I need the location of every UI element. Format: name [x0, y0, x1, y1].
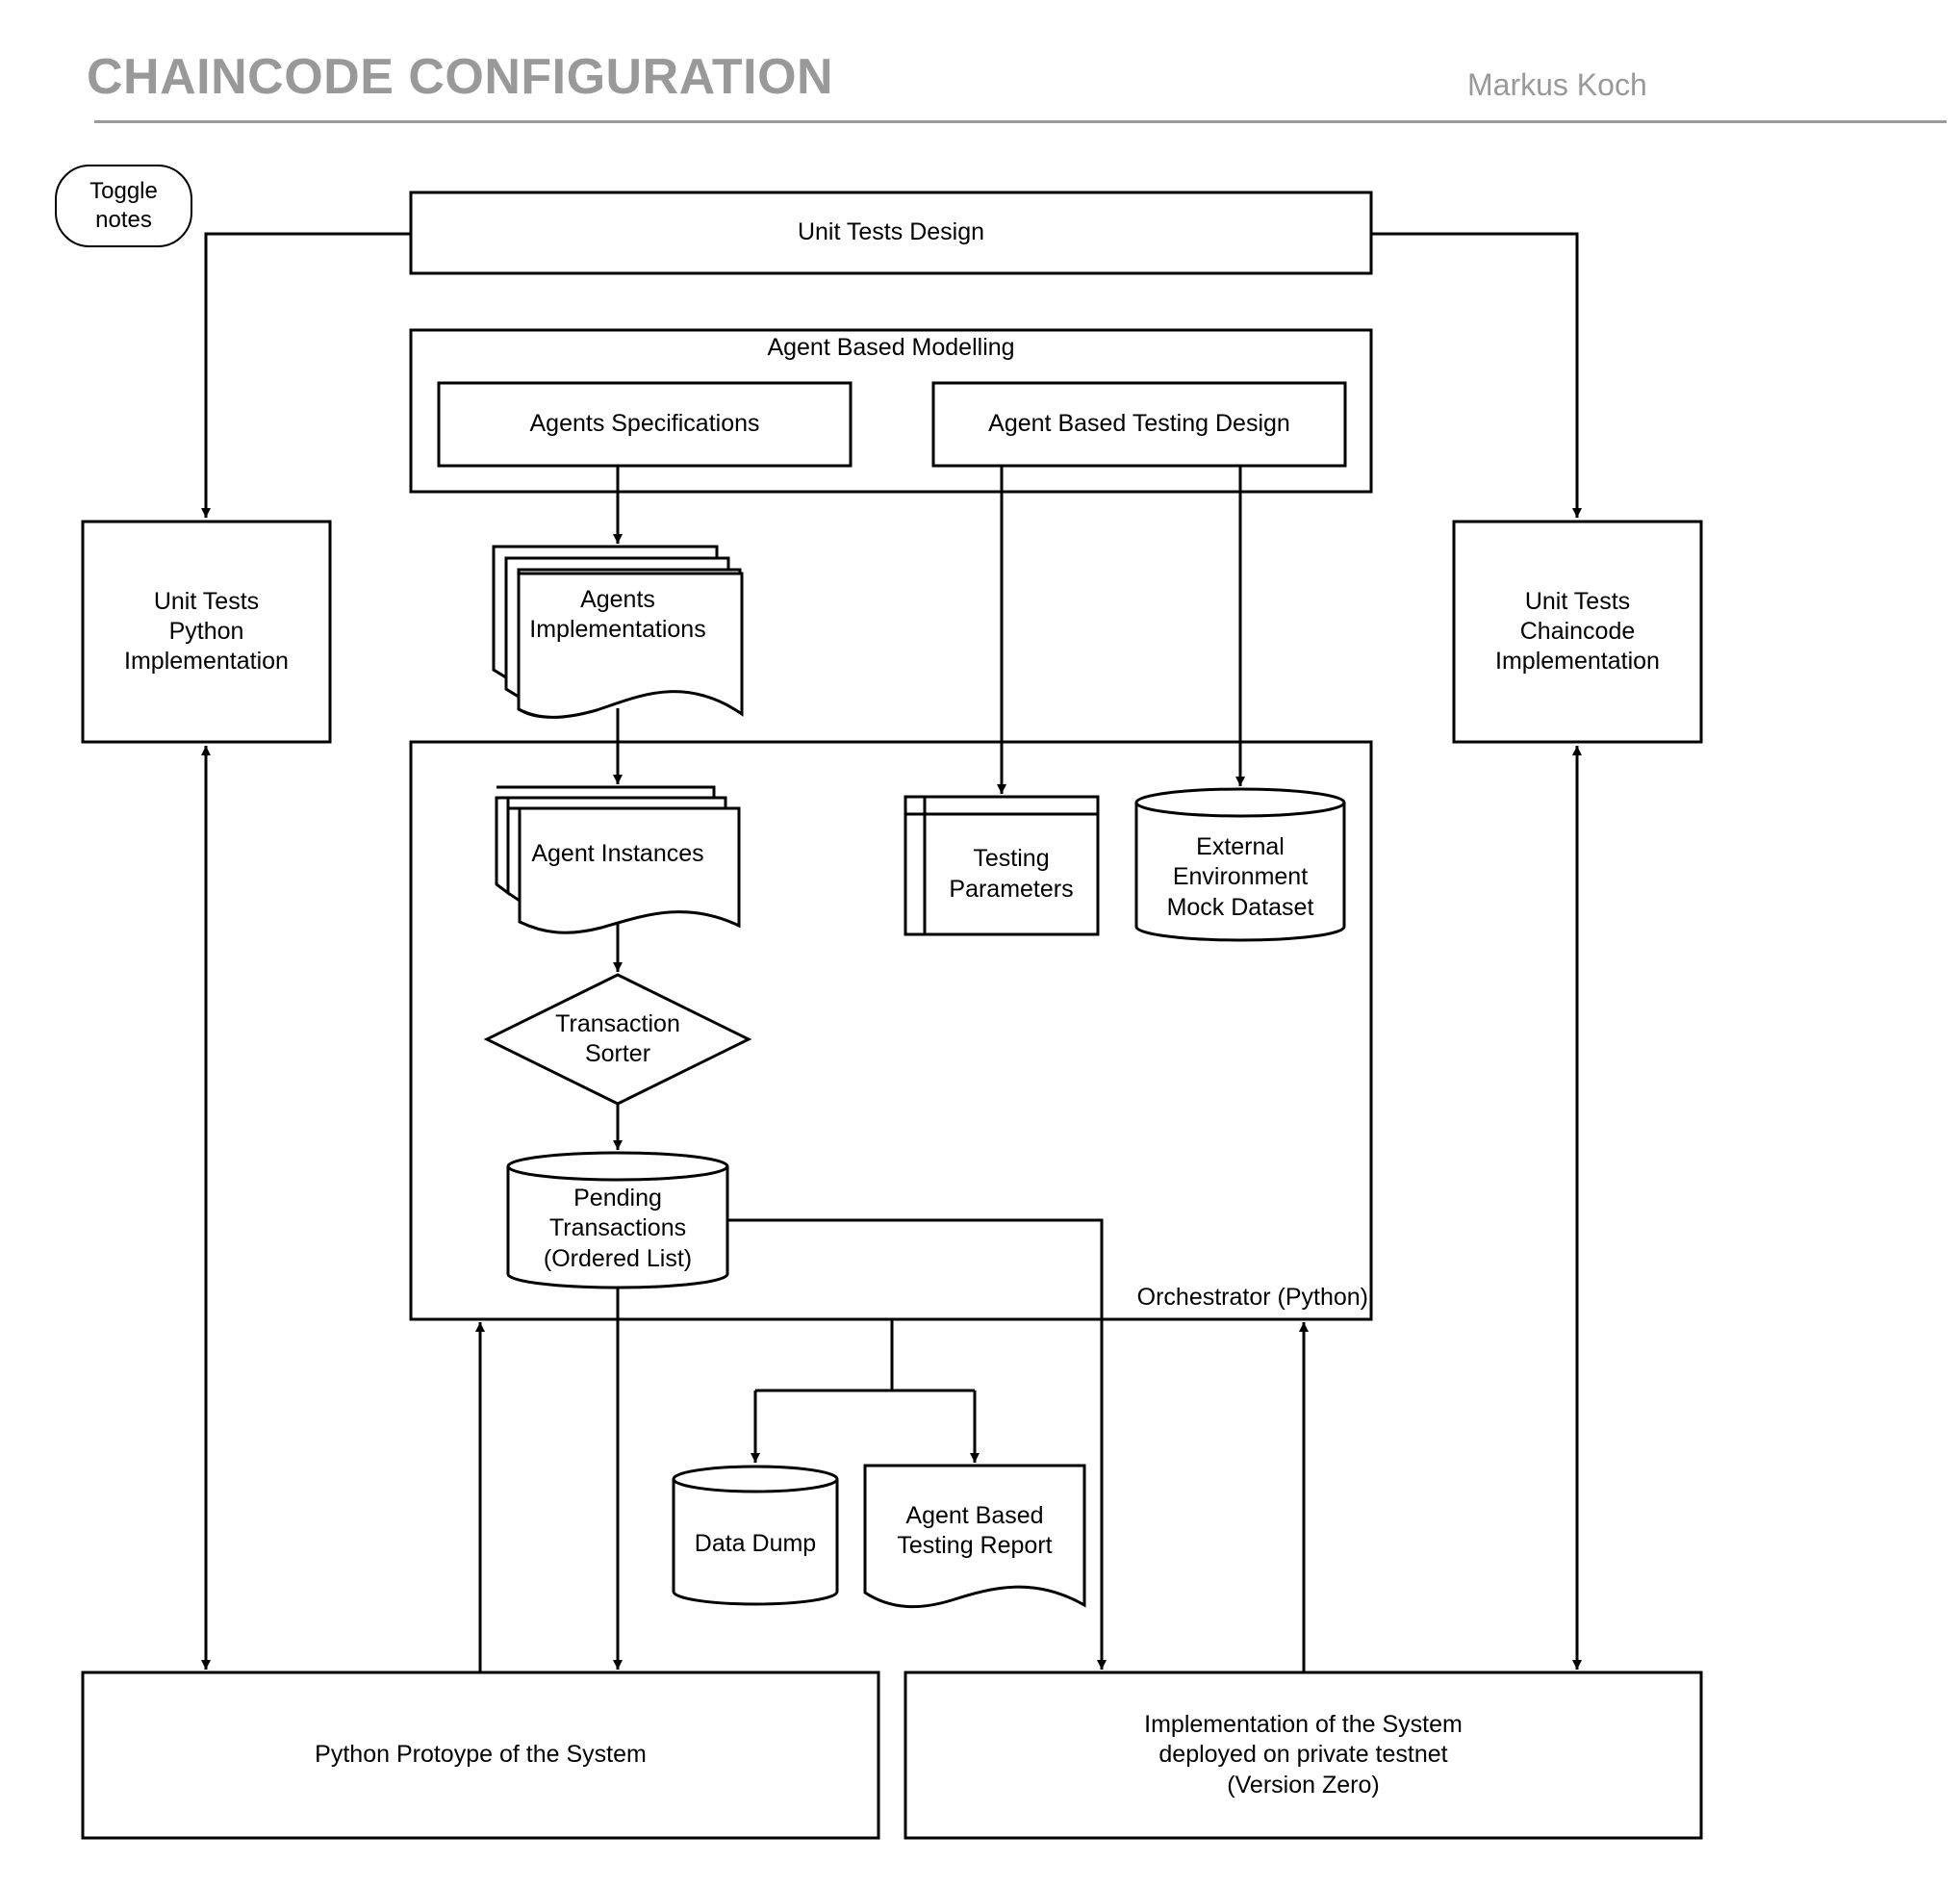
- agent-instances-shape[interactable]: [495, 785, 741, 934]
- data-dump-label: Data Dump: [694, 1530, 817, 1558]
- unit-tests-design-label: Unit Tests Design: [797, 218, 985, 246]
- agents-specifications-box[interactable]: [437, 381, 853, 468]
- transaction-sorter-label: Transaction Sorter: [555, 1009, 680, 1067]
- python-prototype-label: Python Protoype of the System: [315, 1741, 647, 1769]
- pending-transactions-cylinder[interactable]: [506, 1151, 729, 1289]
- agent-based-modelling-container[interactable]: [409, 328, 1373, 494]
- pending-transactions-label: Pending Transactions (Ordered List): [543, 1185, 693, 1272]
- external-environment-label: External Environment Mock Dataset: [1166, 833, 1314, 921]
- testing-parameters-label: Testing Parameters: [949, 845, 1074, 903]
- agent-based-testing-report-document[interactable]: [863, 1464, 1086, 1609]
- toggle-notes-button[interactable]: Toggle notes: [55, 165, 192, 247]
- agent-based-testing-design-label: Agent Based Testing Design: [988, 410, 1290, 438]
- external-environment-cylinder[interactable]: [1134, 787, 1346, 942]
- unit-tests-chaincode-label: Unit Tests Chaincode Implementation: [1495, 587, 1660, 676]
- data-dump-cylinder[interactable]: [672, 1465, 839, 1606]
- agent-based-testing-report-label: Agent Based Testing Report: [897, 1502, 1053, 1560]
- agent-based-testing-design-box[interactable]: [931, 381, 1347, 468]
- agents-implementations-shape[interactable]: [492, 545, 744, 719]
- agent-based-modelling-label: Agent Based Modelling: [767, 334, 1015, 362]
- agents-specifications-label: Agents Specifications: [529, 410, 760, 438]
- testing-parameters-shape[interactable]: [904, 795, 1100, 936]
- title-divider: [94, 120, 1947, 123]
- author-name: Markus Koch: [1467, 67, 1647, 102]
- unit-tests-python-label: Unit Tests Python Implementation: [124, 587, 289, 676]
- agent-instances-label: Agent Instances: [531, 840, 704, 868]
- unit-tests-python-box[interactable]: [81, 520, 332, 744]
- page-title: CHAINCODE CONFIGURATION: [87, 49, 834, 105]
- agents-implementations-label: Agents Implementations: [529, 586, 706, 644]
- implementation-system-label: Implementation of the System deployed on…: [1144, 1711, 1463, 1799]
- orchestrator-label: Orchestrator (Python): [1136, 1284, 1368, 1312]
- connectors: [201, 232, 1582, 1672]
- unit-tests-chaincode-box[interactable]: [1452, 520, 1703, 744]
